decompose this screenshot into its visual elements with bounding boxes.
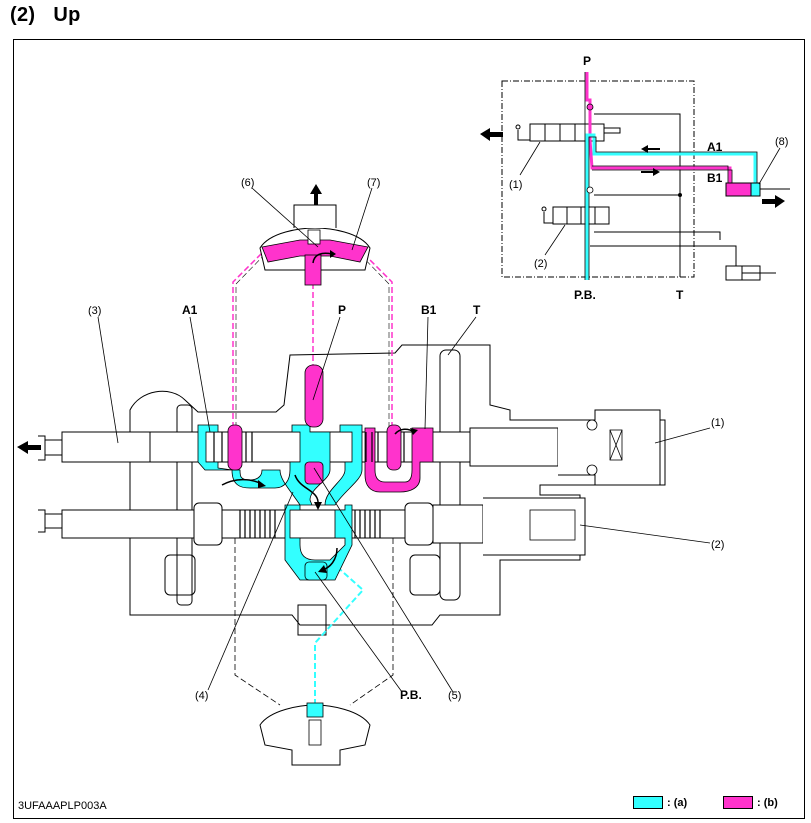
spool-3 bbox=[38, 364, 661, 506]
callout-2: (2) bbox=[711, 539, 724, 551]
arrow-left-icon bbox=[641, 145, 660, 153]
label-pb: P.B. bbox=[400, 688, 422, 702]
schematic-flow-b bbox=[585, 72, 732, 185]
legend-label-a: : (a) bbox=[667, 796, 688, 809]
label-b1: B1 bbox=[421, 303, 437, 317]
legend-label-b: : (b) bbox=[757, 796, 778, 809]
legend-swatch-b bbox=[723, 796, 753, 809]
flow-region-a bbox=[197, 424, 363, 506]
schematic-callout-1: (1) bbox=[509, 179, 522, 191]
arrow-right-icon bbox=[762, 195, 785, 208]
arrow-right-icon bbox=[641, 168, 660, 176]
figure-frame bbox=[13, 39, 805, 819]
schematic-label-t: T bbox=[676, 288, 684, 302]
arrow-right-icon bbox=[330, 250, 336, 258]
callout-3: (3) bbox=[88, 305, 101, 317]
schematic-valve-boundary bbox=[501, 80, 695, 278]
arrow-right-icon bbox=[410, 428, 418, 435]
section-title: (2) Up bbox=[10, 4, 81, 27]
schematic-line bbox=[590, 245, 737, 266]
schematic-label-a1: A1 bbox=[707, 140, 723, 154]
spool-2 bbox=[38, 497, 586, 581]
schematic-callout-8: (8) bbox=[775, 136, 788, 148]
callout-7: (7) bbox=[367, 177, 380, 189]
flow-region-a-pb bbox=[284, 504, 353, 581]
callout-5: (5) bbox=[448, 690, 461, 702]
schematic-tank-line bbox=[594, 113, 681, 277]
schematic-flow-a bbox=[585, 133, 757, 280]
flow-region-b bbox=[227, 424, 243, 471]
legend-item-b: : (b) bbox=[723, 796, 778, 809]
schematic-check-valve bbox=[586, 186, 594, 194]
pilot-line-a bbox=[314, 564, 365, 705]
legend-swatch-a bbox=[633, 796, 663, 809]
arrow-down-icon bbox=[314, 502, 322, 510]
schematic-label-b1: B1 bbox=[707, 171, 723, 185]
label-t: T bbox=[473, 303, 481, 317]
callout-6: (6) bbox=[241, 177, 254, 189]
schematic-line bbox=[594, 231, 721, 240]
pilot-valve-bottom bbox=[259, 702, 371, 766]
arrow-up-icon bbox=[310, 184, 322, 205]
section-number: (2) bbox=[10, 4, 36, 26]
flow-arrow-icon bbox=[312, 252, 333, 264]
schematic-label-pb: P.B. bbox=[574, 288, 596, 302]
arrow-right-icon bbox=[258, 480, 266, 488]
arrow-left-icon bbox=[17, 441, 41, 454]
schematic-arrows bbox=[480, 128, 785, 208]
label-p: P bbox=[338, 303, 346, 317]
flow-region-b bbox=[304, 461, 324, 485]
legend-item-a: : (a) bbox=[633, 796, 687, 809]
schematic-label-p: P bbox=[583, 54, 591, 68]
pilot-valve-top bbox=[259, 204, 371, 286]
figure-code: 3UFAAAPLP003A bbox=[18, 800, 107, 812]
flow-region-b bbox=[364, 427, 434, 493]
flow-arrow-icon bbox=[294, 474, 319, 506]
schematic-cylinder-8-chamber-a bbox=[750, 182, 761, 197]
arrow-left-icon bbox=[480, 128, 503, 141]
valve-body bbox=[129, 344, 666, 636]
schematic-junction bbox=[678, 193, 682, 197]
schematic-cylinder-8-chamber-b bbox=[725, 182, 755, 197]
schematic-circuit bbox=[501, 80, 790, 281]
leader-lines bbox=[97, 187, 711, 693]
callout-1: (1) bbox=[711, 417, 724, 429]
callout-4: (4) bbox=[195, 690, 208, 702]
schematic-check-valve bbox=[586, 103, 594, 111]
section-title-text: Up bbox=[53, 4, 81, 26]
schematic-callout-2: (2) bbox=[534, 258, 547, 270]
label-a1: A1 bbox=[182, 303, 198, 317]
arrow-down-icon bbox=[318, 565, 327, 573]
